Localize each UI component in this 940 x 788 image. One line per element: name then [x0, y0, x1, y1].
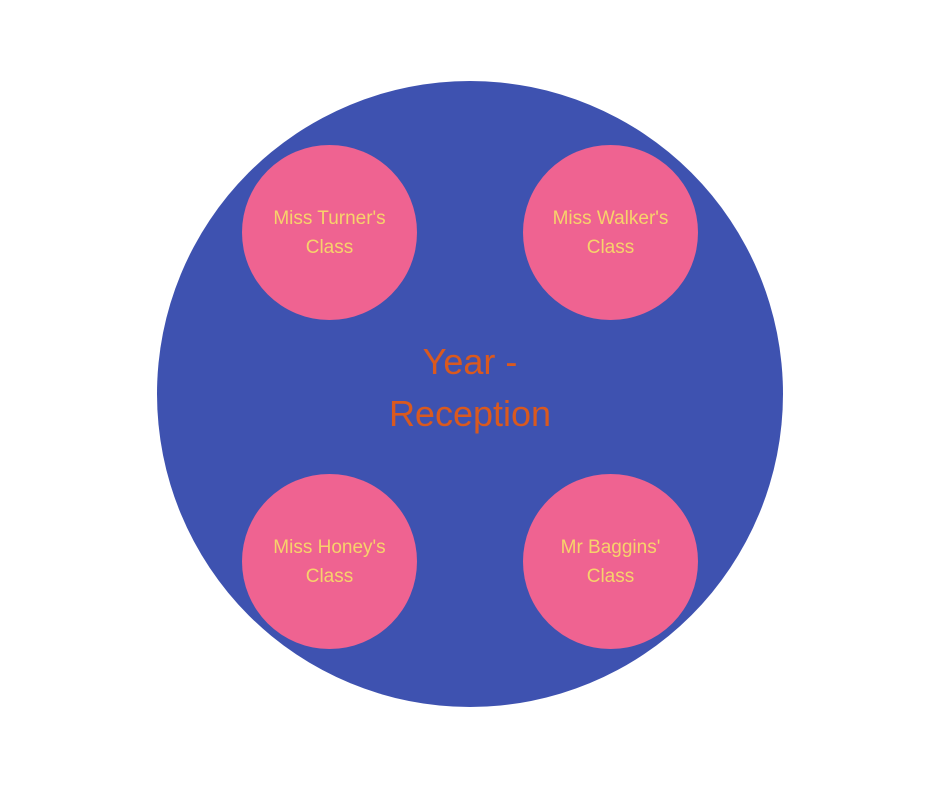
class-label-miss-honey: Miss Honey's Class: [273, 536, 386, 587]
class-circle-miss-walker: Miss Walker's Class: [523, 145, 698, 320]
class-circle-miss-honey: Miss Honey's Class: [242, 474, 417, 649]
year-reception-label: Year - Reception: [388, 341, 552, 434]
class-circle-miss-turner: Miss Turner's Class: [242, 145, 417, 320]
class-label-miss-turner: Miss Turner's Class: [273, 207, 386, 258]
class-circle-mr-baggins: Mr Baggins' Class: [523, 474, 698, 649]
class-label-miss-walker: Miss Walker's Class: [552, 207, 669, 258]
class-label-mr-baggins: Mr Baggins' Class: [560, 536, 661, 587]
